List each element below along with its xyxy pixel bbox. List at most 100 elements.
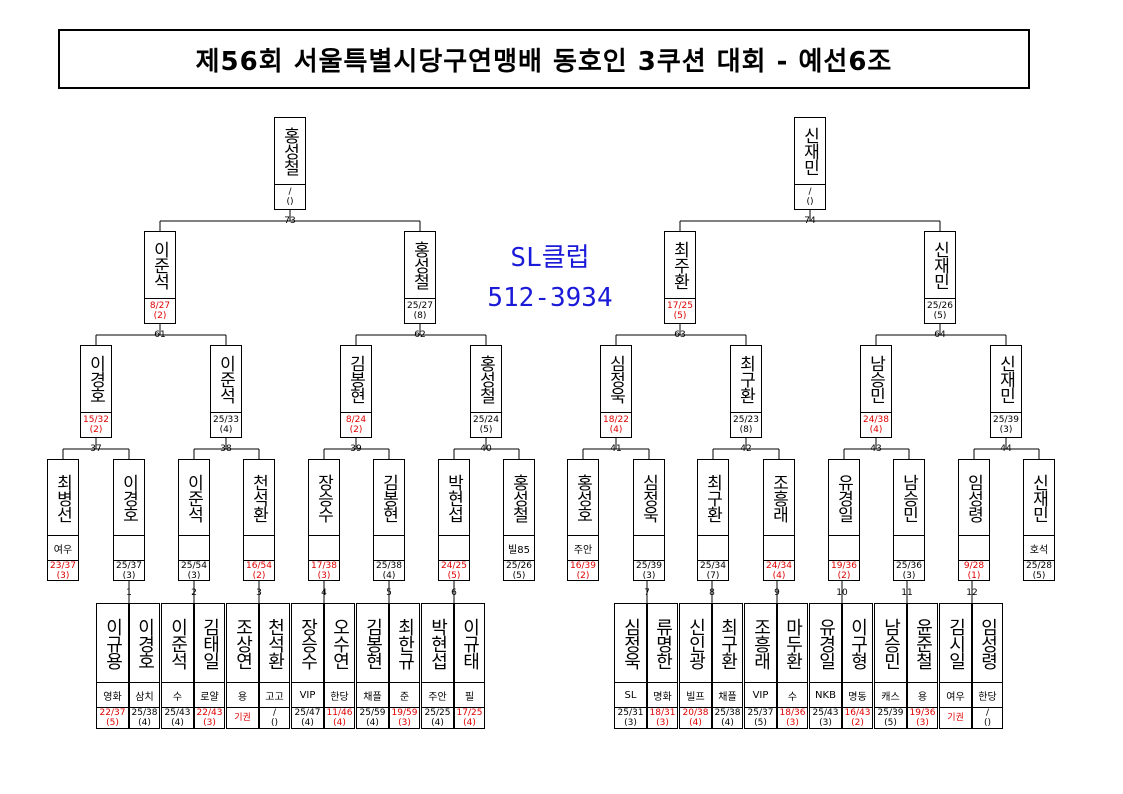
- player-name: 심정욱: [638, 473, 659, 522]
- score: 25/37(3): [114, 560, 144, 581]
- player-name: 장승수: [297, 617, 319, 669]
- score: 16/39(2): [568, 560, 598, 581]
- score: 25/31(3): [615, 707, 646, 728]
- player-name: 김봉현: [378, 473, 399, 522]
- club-name: 수: [778, 682, 807, 708]
- club-name: 삼치: [130, 682, 159, 708]
- score: 24/34(4): [764, 560, 794, 581]
- player-name: 이준석: [215, 355, 236, 403]
- score: 17/25(4): [455, 707, 484, 728]
- match-number: 11: [901, 588, 913, 598]
- player-name: 최한규: [394, 617, 416, 669]
- player-name: 심정욱: [605, 355, 626, 403]
- player-name: 이규태: [459, 617, 481, 669]
- match-number: 44: [1000, 444, 1012, 454]
- sponsor-name: SL클럽: [510, 243, 590, 273]
- score: 기권: [940, 707, 971, 728]
- club-name: 로얄: [195, 682, 224, 708]
- club-name: 채플: [713, 682, 742, 708]
- match-number: 62: [414, 330, 426, 340]
- player-name: 박현섭: [443, 473, 464, 522]
- score: 25/39(5): [875, 707, 906, 728]
- club-name: 용: [227, 682, 258, 708]
- match-number: 10: [836, 588, 848, 598]
- page-title: 제56회 서울특별시당구연맹배 동호인 3쿠션 대회 - 예선6조: [58, 29, 1030, 89]
- club-name: 영화: [97, 682, 128, 708]
- player-name: 조흥래: [768, 473, 789, 522]
- club-name: 빌프: [680, 682, 711, 708]
- club-name: 준: [390, 682, 419, 708]
- player-name: 조상연: [232, 617, 254, 669]
- score: 8/27(2): [145, 298, 175, 323]
- player-name: 최구환: [717, 617, 739, 669]
- player-name: 최병선: [52, 473, 73, 522]
- sponsor-phone: 512-3934: [487, 283, 613, 313]
- club-name: 호석: [1024, 535, 1054, 561]
- score: 25/34(7): [698, 560, 728, 581]
- match-number: 73: [284, 216, 296, 226]
- match-number: 61: [154, 330, 166, 340]
- match-number: 43: [870, 444, 882, 454]
- club-name: NKB: [810, 682, 841, 708]
- club-name: 명화: [648, 682, 677, 708]
- score: 16/43(2): [843, 707, 872, 728]
- match-number: 40: [480, 444, 492, 454]
- player-name: 신재민: [1028, 473, 1049, 522]
- score: 23/37(3): [48, 560, 78, 581]
- player-name: 천석환: [264, 617, 286, 669]
- match-number: 2: [191, 588, 197, 598]
- score: 25/27(8): [405, 298, 435, 323]
- player-name: 이준석: [167, 617, 189, 669]
- club-name: 주안: [568, 535, 598, 561]
- score: 25/24(5): [471, 412, 501, 437]
- match-number: 12: [966, 588, 978, 598]
- score: /(): [260, 707, 289, 728]
- score: 25/59(4): [357, 707, 388, 728]
- club-name: [244, 535, 274, 561]
- player-name: 류명한: [652, 617, 674, 669]
- player-name: 임성령: [963, 473, 984, 522]
- player-name: 장승수: [313, 473, 334, 522]
- club-name: [439, 535, 469, 561]
- score: 24/25(5): [439, 560, 469, 581]
- player-name: 최구환: [735, 355, 756, 403]
- club-name: [179, 535, 209, 561]
- score: 25/38(4): [130, 707, 159, 728]
- club-name: [309, 535, 339, 561]
- score: 25/54(3): [179, 560, 209, 581]
- club-name: [829, 535, 859, 561]
- score: /(): [795, 184, 825, 209]
- score: 25/26(5): [925, 298, 955, 323]
- club-name: [764, 535, 794, 561]
- score: 25/28(5): [1024, 560, 1054, 581]
- player-name: 신인광: [685, 617, 707, 669]
- club-name: 캐스: [875, 682, 906, 708]
- score: 25/36(3): [894, 560, 924, 581]
- score: 25/47(4): [292, 707, 323, 728]
